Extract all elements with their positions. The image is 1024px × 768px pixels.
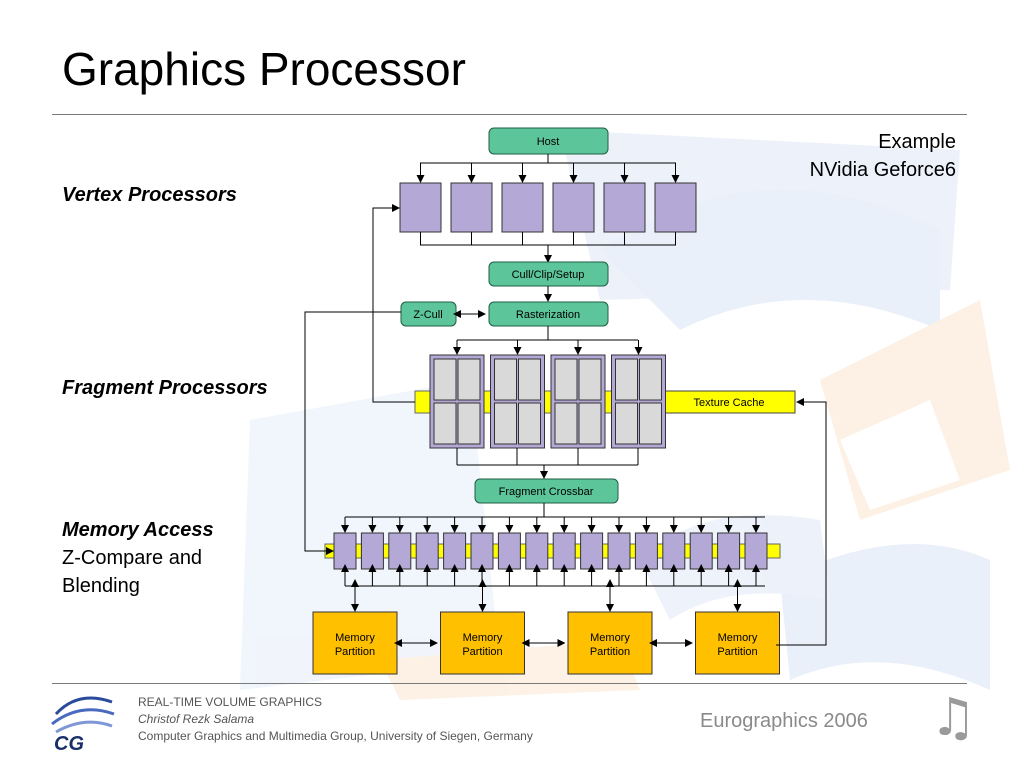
- fragment-feed-arrows: [453, 340, 643, 355]
- fragment-pipe: [518, 358, 541, 401]
- cg-logo: CG: [51, 696, 115, 754]
- memory-partition-label-line2: Partition: [335, 646, 375, 658]
- z-cull-label: Z-Cull: [413, 309, 442, 321]
- raster-operation-unit: [744, 532, 768, 570]
- group-affiliation: Computer Graphics and Multimedia Group, …: [138, 729, 533, 743]
- example-label: Example: [878, 131, 956, 153]
- memory-partition: [312, 611, 398, 675]
- raster-operation-unit: [717, 532, 741, 570]
- fragment-pipe: [639, 358, 662, 401]
- memory-access-line2: Z-Compare and: [62, 547, 203, 569]
- raster-operation-unit: [360, 532, 384, 570]
- raster-operation-unit: [525, 532, 549, 570]
- fragment-pipe: [433, 358, 457, 401]
- raster-operation-unit: [415, 532, 439, 570]
- fragment-pipe: [554, 402, 578, 445]
- fragment-pipe: [457, 402, 481, 445]
- fragment-pipe: [578, 358, 602, 401]
- raster-operation-unit: [607, 532, 631, 570]
- vertex-processor: [501, 182, 544, 233]
- raster-operation-unit: [580, 532, 604, 570]
- vertex-processor: [603, 182, 646, 233]
- memory-partition-label-line1: Memory: [718, 632, 758, 644]
- vertex-processor: [654, 182, 697, 233]
- memory-to-texture-arrow: [776, 398, 827, 646]
- fragment-pipe: [554, 358, 578, 401]
- memory-access-title: Memory Access: [62, 519, 214, 541]
- raster-operation-unit: [443, 532, 467, 570]
- title-divider: [52, 114, 967, 115]
- conference-label: Eurographics 2006: [700, 710, 868, 732]
- raster-operation-unit: [333, 532, 357, 570]
- raster-operation-unit: [634, 532, 658, 570]
- fragment-crossbar-box: [474, 478, 619, 504]
- fragment-processor-quads: [429, 354, 666, 449]
- memory-partition-label-line1: Memory: [335, 632, 375, 644]
- cull-clip-setup-label: Cull/Clip/Setup: [512, 269, 585, 281]
- raster-feed-arrows: [341, 517, 760, 533]
- rasterization-label: Rasterization: [516, 309, 580, 321]
- example-note: Example NVidia Geforce6: [810, 128, 956, 184]
- raster-operation-unit: [662, 532, 686, 570]
- memory-connectors: [351, 579, 742, 612]
- vertex-processor-row: [399, 182, 697, 245]
- memory-access-heading: Memory Access Z-Compare and Blending: [62, 516, 214, 600]
- memory-partition-label-line1: Memory: [590, 632, 630, 644]
- footer-divider: [52, 683, 967, 684]
- fragment-processor-quad: [550, 354, 606, 449]
- footer-info: REAL-TIME VOLUME GRAPHICS Christof Rezk …: [138, 694, 533, 745]
- memory-access-line3: Blending: [62, 575, 140, 597]
- fragment-pipe: [578, 402, 602, 445]
- fragment-pipe: [457, 358, 481, 401]
- cg-logo-text: CG: [54, 733, 84, 754]
- raster-operation-units: [333, 532, 768, 586]
- fragment-pipe: [433, 402, 457, 445]
- vertex-processor: [399, 182, 442, 233]
- fragment-processor-quad: [490, 354, 545, 449]
- memory-partition-label-line2: Partition: [462, 646, 502, 658]
- vertex-processors-heading: Vertex Processors: [62, 184, 237, 206]
- raster-operation-unit: [388, 532, 412, 570]
- gpu-model-label: NVidia Geforce6: [809, 159, 956, 181]
- texture-to-vertex-arrow: [372, 204, 415, 403]
- fragment-pipe: [494, 402, 517, 445]
- zcull-to-rop-arrow: [304, 311, 401, 555]
- author-name: Christof Rezk Salama: [138, 712, 255, 726]
- raster-operation-unit: [552, 532, 576, 570]
- host-label: Host: [537, 136, 560, 148]
- memory-partition-label-line2: Partition: [590, 646, 630, 658]
- fragment-pipe: [615, 358, 638, 401]
- fragment-crossbar-label: Fragment Crossbar: [499, 486, 594, 498]
- memory-partition: [695, 611, 780, 675]
- slide-title: Graphics Processor: [62, 43, 466, 95]
- memory-partition: [440, 611, 525, 675]
- texture-cache-label: Texture Cache: [694, 397, 765, 409]
- memory-partition-label-line1: Memory: [463, 632, 503, 644]
- fragment-processor-quad: [429, 354, 485, 449]
- fragment-processors-heading: Fragment Processors: [62, 377, 268, 399]
- raster-operation-unit: [470, 532, 494, 570]
- vertex-processor: [450, 182, 493, 233]
- memory-partition-label-line2: Partition: [717, 646, 757, 658]
- fragment-pipe: [518, 402, 541, 445]
- music-note-icon: ♫: [930, 688, 977, 748]
- fragment-pipe: [494, 358, 517, 401]
- vertex-processor: [552, 182, 595, 233]
- course-title: REAL-TIME VOLUME GRAPHICS: [138, 695, 323, 709]
- raster-operation-unit: [689, 532, 713, 570]
- vertex-feed-arrows: [416, 163, 680, 183]
- fragment-pipe: [639, 402, 662, 445]
- fragment-processor-quad: [611, 354, 666, 449]
- fragment-pipe: [615, 402, 638, 445]
- raster-operation-unit: [497, 532, 521, 570]
